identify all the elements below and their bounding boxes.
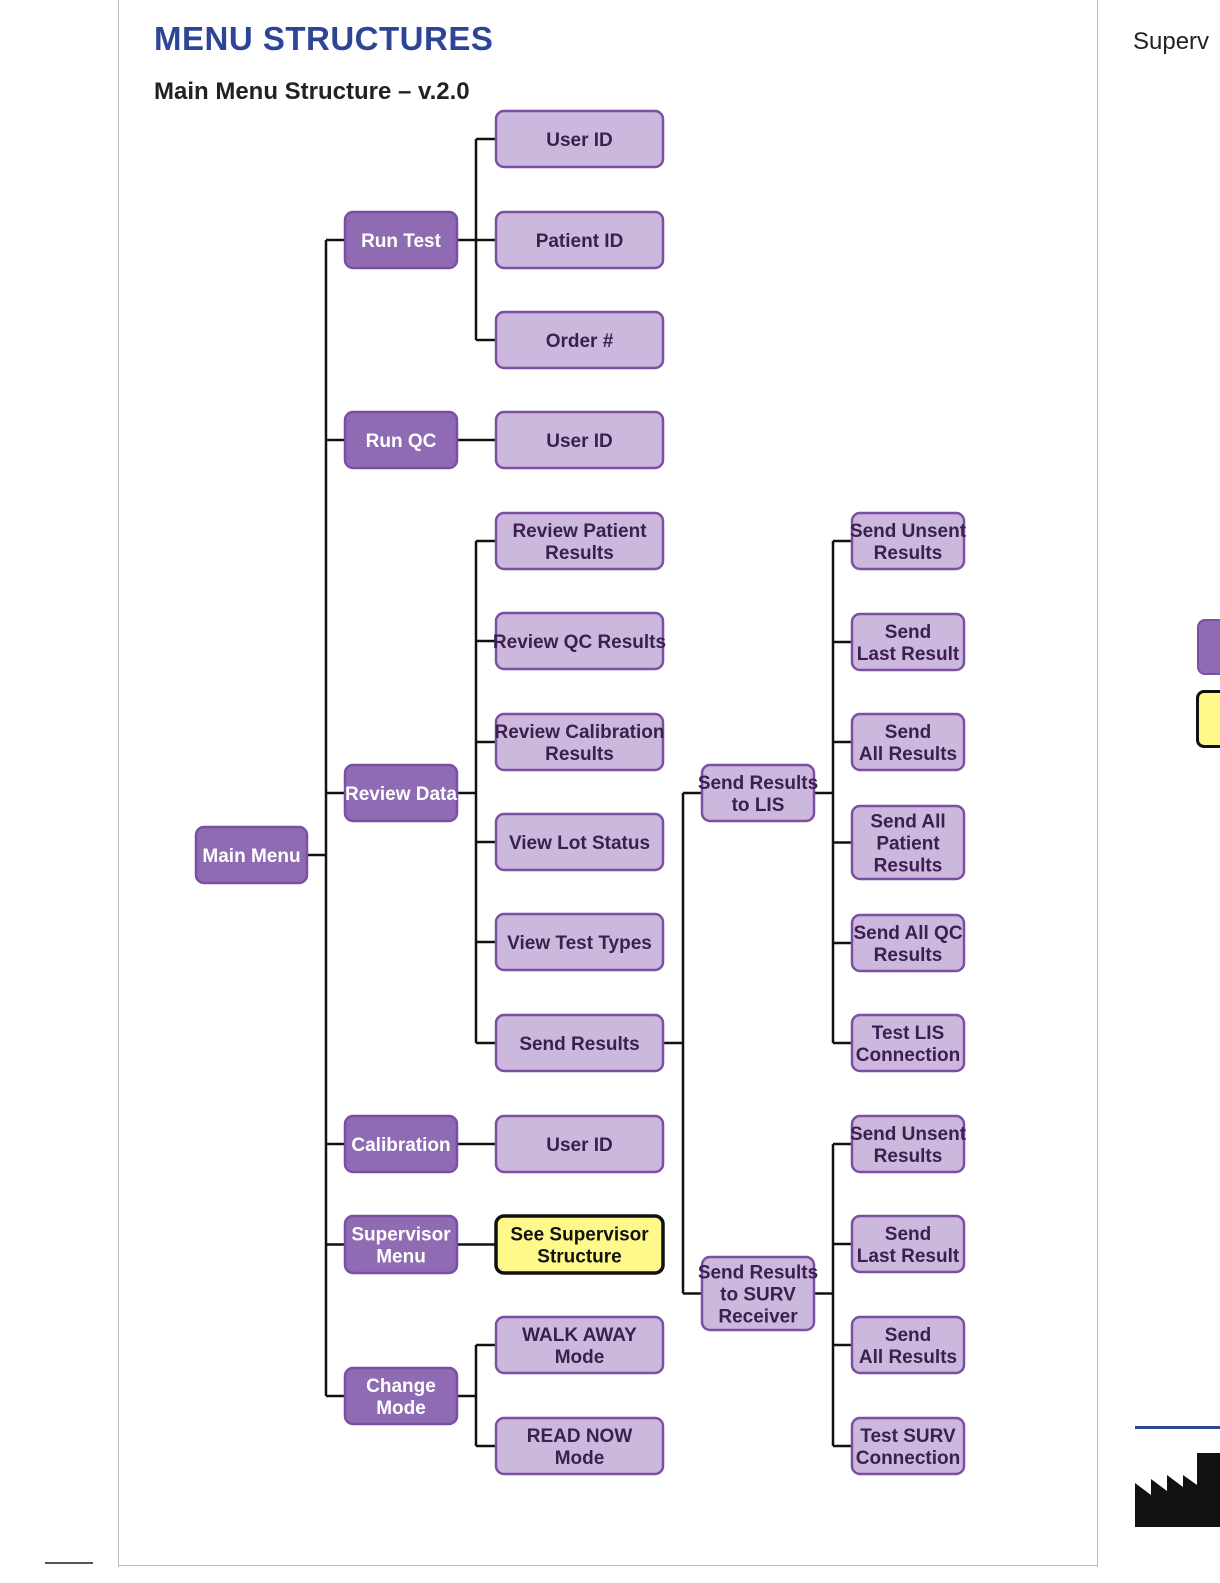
node-change-label-1: Mode xyxy=(376,1398,426,1419)
node-vls-label-0: View Lot Status xyxy=(509,833,650,854)
node-l4 xyxy=(850,804,966,881)
node-l2-label-1: Last Result xyxy=(857,644,960,665)
node-l3 xyxy=(850,712,966,772)
node-uid3-label-0: User ID xyxy=(546,1135,613,1156)
node-main-label-0: Main Menu xyxy=(202,846,300,867)
node-l1 xyxy=(850,511,966,571)
node-s3-label-1: All Results xyxy=(859,1347,957,1368)
bottom-page-margin-line xyxy=(118,1565,1098,1566)
node-surv-label-1: to SURV xyxy=(720,1285,796,1306)
node-seesup-label-1: Structure xyxy=(537,1247,621,1268)
node-superv xyxy=(343,1214,459,1275)
node-l6-label-0: Test LIS xyxy=(872,1023,945,1044)
node-walk xyxy=(494,1315,665,1375)
node-seesup-label-0: See Supervisor xyxy=(510,1225,649,1246)
node-calib-label-0: Calibration xyxy=(351,1135,450,1156)
next-page-heading: Superv xyxy=(1133,28,1210,55)
next-page-box-partial xyxy=(1197,619,1220,675)
node-l4-label-0: Send All xyxy=(870,812,945,833)
node-rqc-label-0: Review QC Results xyxy=(493,632,666,653)
node-s4-label-1: Connection xyxy=(856,1448,961,1469)
node-s1-label-0: Send Unsent xyxy=(850,1124,967,1145)
node-l5-label-1: Results xyxy=(874,945,943,966)
node-rpr-label-0: Review Patient xyxy=(512,521,647,542)
node-uid1-label-0: User ID xyxy=(546,130,613,151)
node-sr-label-0: Send Results xyxy=(519,1034,639,1055)
node-s3 xyxy=(850,1315,966,1375)
node-readnow-label-1: Mode xyxy=(555,1448,605,1469)
node-sr xyxy=(494,1013,665,1073)
next-page-highlight-box-partial xyxy=(1196,690,1220,748)
node-walk-label-0: WALK AWAY xyxy=(522,1325,637,1346)
node-order-label-0: Order # xyxy=(546,331,614,352)
node-vtt xyxy=(494,912,665,972)
node-change-label-0: Change xyxy=(366,1376,436,1397)
node-main xyxy=(194,825,309,885)
node-rqc xyxy=(494,611,665,671)
node-l5 xyxy=(850,913,966,973)
node-uid3 xyxy=(494,1114,665,1174)
page-subtitle: Main Menu Structure – v.2.0 xyxy=(154,78,470,105)
node-s4-label-0: Test SURV xyxy=(860,1426,956,1447)
manufacturer-icon xyxy=(1135,1453,1220,1527)
node-s1 xyxy=(850,1114,966,1174)
node-walk-label-1: Mode xyxy=(555,1347,605,1368)
node-l6-label-1: Connection xyxy=(856,1045,961,1066)
node-pid xyxy=(494,210,665,270)
node-s2 xyxy=(850,1214,966,1274)
node-vtt-label-0: View Test Types xyxy=(507,933,652,954)
node-runtest-label-0: Run Test xyxy=(361,231,442,252)
node-calib xyxy=(343,1114,459,1174)
node-superv-label-0: Supervisor xyxy=(351,1225,451,1246)
right-page-margin-line xyxy=(1097,0,1098,1567)
node-s4 xyxy=(850,1416,966,1476)
node-l3-label-1: All Results xyxy=(859,744,957,765)
footer-rule xyxy=(1135,1426,1220,1429)
node-rcal-label-0: Review Calibration xyxy=(495,722,665,743)
node-surv-label-0: Send Results xyxy=(698,1263,818,1284)
node-pid-label-0: Patient ID xyxy=(536,231,624,252)
node-readnow xyxy=(494,1416,665,1476)
left-page-margin-line xyxy=(118,0,119,1567)
node-lis-label-1: to LIS xyxy=(732,795,785,816)
node-change xyxy=(343,1366,459,1426)
node-s2-label-1: Last Result xyxy=(857,1246,960,1267)
node-lis xyxy=(700,763,816,823)
node-uid1 xyxy=(494,109,665,169)
node-review xyxy=(343,763,459,823)
node-order xyxy=(494,310,665,370)
node-l2-label-0: Send xyxy=(885,622,931,643)
node-surv xyxy=(700,1255,816,1332)
node-s3-label-0: Send xyxy=(885,1325,931,1346)
page-title: MENU STRUCTURES xyxy=(154,20,494,57)
node-l1-label-0: Send Unsent xyxy=(850,521,967,542)
node-rcal-label-1: Results xyxy=(545,744,614,765)
node-surv-label-2: Receiver xyxy=(718,1307,798,1328)
node-runtest xyxy=(343,210,459,270)
node-l4-label-2: Results xyxy=(874,856,943,877)
node-l1-label-1: Results xyxy=(874,543,943,564)
node-vls xyxy=(494,812,665,872)
node-l3-label-0: Send xyxy=(885,722,931,743)
node-runqc xyxy=(343,410,459,470)
node-s1-label-1: Results xyxy=(874,1146,943,1167)
node-l4-label-1: Patient xyxy=(876,834,940,855)
node-uid2-label-0: User ID xyxy=(546,431,613,452)
node-l2 xyxy=(850,612,966,672)
node-lis-label-0: Send Results xyxy=(698,773,818,794)
node-rpr-label-1: Results xyxy=(545,543,614,564)
node-readnow-label-0: READ NOW xyxy=(527,1426,633,1447)
node-superv-label-1: Menu xyxy=(376,1247,426,1268)
bottom-left-rule xyxy=(45,1562,93,1564)
node-rpr xyxy=(494,511,665,571)
node-rcal xyxy=(494,712,665,772)
node-review-label-0: Review Data xyxy=(345,784,457,805)
node-seesup xyxy=(494,1214,665,1275)
node-s2-label-0: Send xyxy=(885,1224,931,1245)
node-runqc-label-0: Run QC xyxy=(366,431,437,452)
node-l6 xyxy=(850,1013,966,1073)
node-l5-label-0: Send All QC xyxy=(853,923,962,944)
node-uid2 xyxy=(494,410,665,470)
